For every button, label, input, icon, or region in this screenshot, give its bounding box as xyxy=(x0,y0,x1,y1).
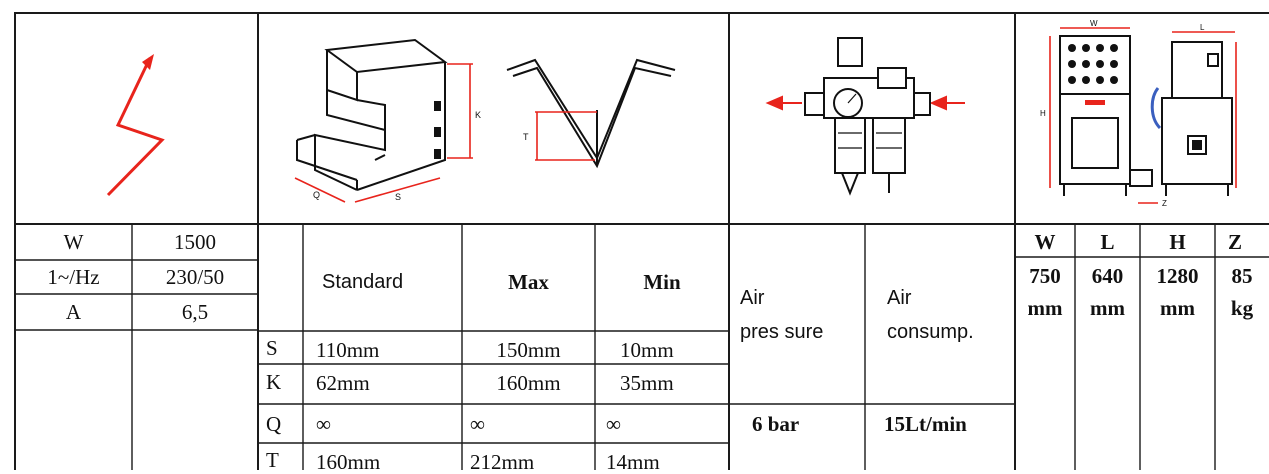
electrical-label-a: A xyxy=(65,300,82,324)
electrical-value-w: 1500 xyxy=(174,230,216,254)
electrical-label-w: W xyxy=(63,230,84,254)
capacity-header-max: Max xyxy=(508,270,549,294)
capacity-row-k-standard: 62mm xyxy=(316,371,370,395)
dimension-value-z: 85 xyxy=(1231,264,1253,288)
sheet-profile-drawing: K Q S T xyxy=(294,38,676,203)
machine-label-z: Z xyxy=(1162,199,1167,208)
capacity-row-t-max: 212mm xyxy=(470,450,535,474)
capacity-header-min: Min xyxy=(643,270,681,294)
dimension-header-h: H xyxy=(1169,230,1186,254)
capacity-row-k-label: K xyxy=(266,370,282,394)
dimension-unit-l: mm xyxy=(1090,296,1125,320)
dimension-unit-h: mm xyxy=(1160,296,1195,320)
lightning-bolt-icon xyxy=(106,54,165,197)
capacity-row-q-label: Q xyxy=(266,412,282,436)
capacity-row-k-min: 35mm xyxy=(620,371,674,395)
electrical-label-hz: 1~/Hz xyxy=(47,265,100,289)
capacity-row-q-max: ∞ xyxy=(470,412,485,436)
profile-label-t: T xyxy=(523,132,529,142)
air-pressure-label-line-2: pres sure xyxy=(740,321,824,343)
profile-label-q: Q xyxy=(313,190,320,200)
air-pressure-value: 6 bar xyxy=(752,412,800,436)
electrical-value-a: 6,5 xyxy=(181,300,209,324)
air-filter-regulator-drawing xyxy=(765,37,965,196)
air-consumption-label-line-2: consump. xyxy=(887,321,974,343)
capacity-row-t-label: T xyxy=(266,448,279,472)
machine-label-h: H xyxy=(1040,109,1046,118)
air-consumption-label-line-1: Air xyxy=(887,287,912,309)
dimension-value-h: 1280 xyxy=(1156,264,1199,288)
capacity-row-t-min: 14mm xyxy=(606,450,660,474)
machine-label-w: W xyxy=(1090,19,1098,28)
machine-dimensions-drawing: W L H Z xyxy=(1040,19,1237,208)
dimension-value-l: 640 xyxy=(1091,264,1124,288)
capacity-row-s-standard: 110mm xyxy=(316,338,380,362)
capacity-header-standard: Standard xyxy=(322,271,404,293)
air-consumption-value: 15Lt/min xyxy=(884,412,967,436)
capacity-row-q-min: ∞ xyxy=(606,412,621,436)
profile-label-s: S xyxy=(395,192,401,202)
dimension-header-z: Z xyxy=(1227,230,1242,254)
dimension-value-w: 750 xyxy=(1029,264,1061,288)
capacity-row-k-max: 160mm xyxy=(496,371,561,395)
capacity-row-s-min: 10mm xyxy=(620,338,674,362)
machine-label-l: L xyxy=(1200,23,1205,32)
dimension-unit-z: kg xyxy=(1230,296,1254,320)
capacity-row-s-max: 150mm xyxy=(496,338,561,362)
dimension-unit-w: mm xyxy=(1027,296,1063,320)
dimension-header-l: L xyxy=(1100,230,1115,254)
capacity-row-s-label: S xyxy=(266,336,278,360)
electrical-value-hz: 230/50 xyxy=(165,265,225,289)
capacity-row-q-standard: ∞ xyxy=(316,412,331,436)
dimension-header-w: W xyxy=(1034,230,1056,254)
capacity-row-t-standard: 160mm xyxy=(316,450,381,474)
air-pressure-label-line-1: Air xyxy=(740,287,765,309)
profile-label-k: K xyxy=(475,110,481,120)
